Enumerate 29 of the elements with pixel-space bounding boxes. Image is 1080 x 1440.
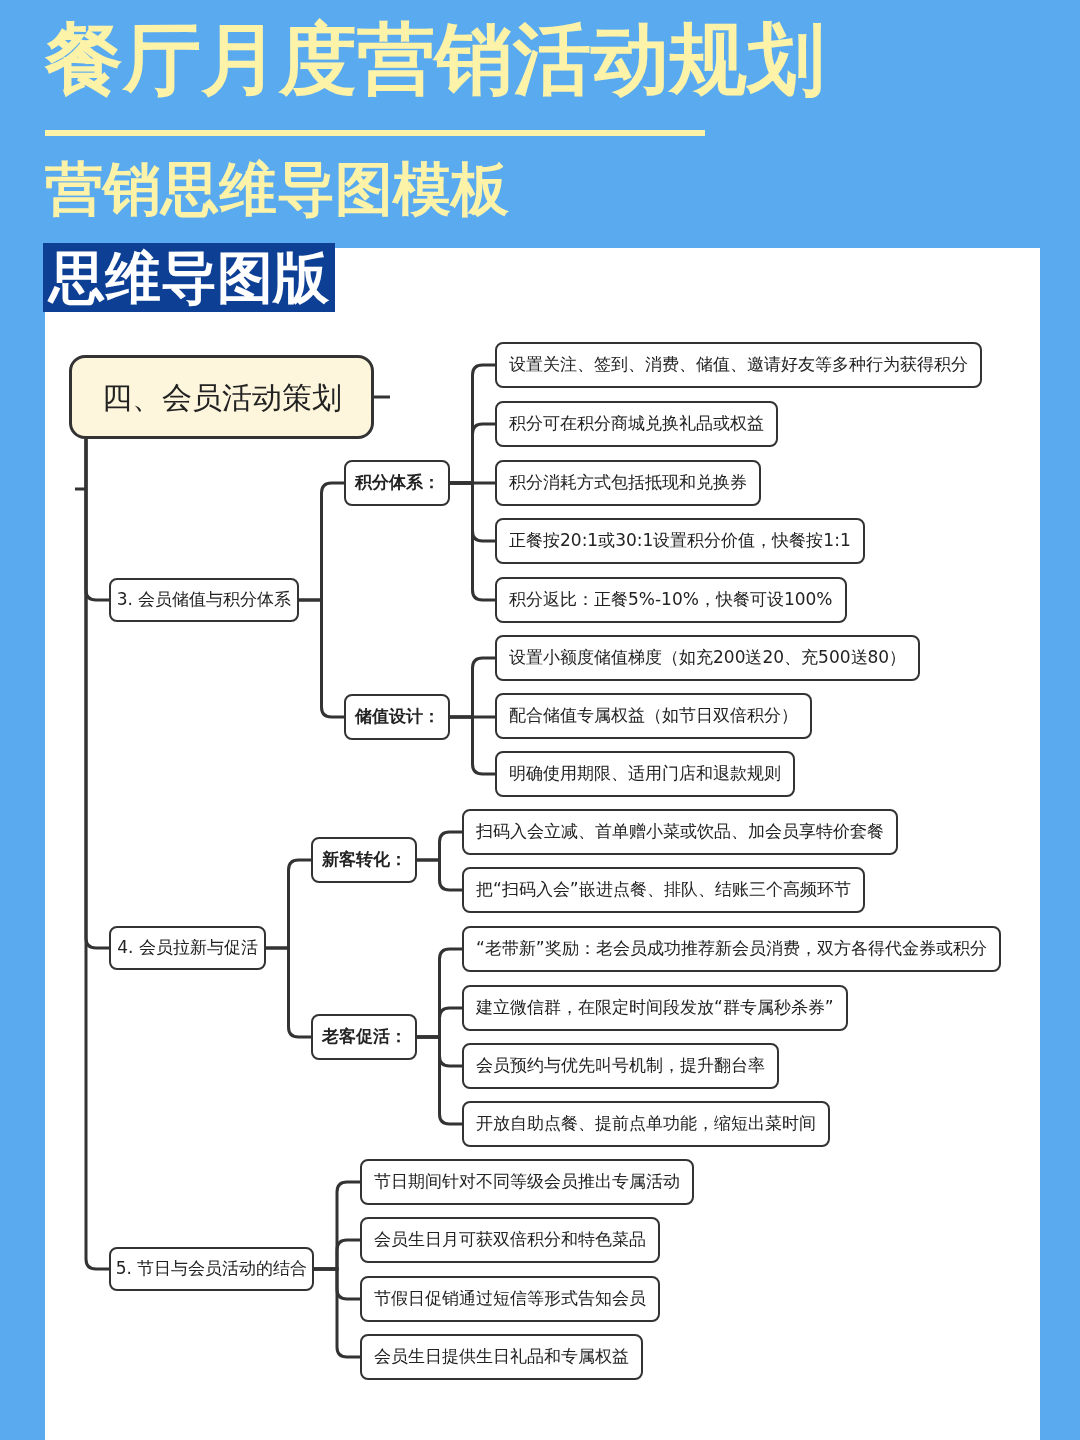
- branch-topic-box: 4. 会员拉新与促活: [109, 926, 266, 970]
- item-box: “老带新”奖励：老会员成功推荐新会员消费，双方各得代金券或积分: [462, 926, 1001, 972]
- item-box: 积分可在积分商城兑换礼品或权益: [495, 401, 778, 447]
- subtitle: 营销思维导图模板: [45, 160, 509, 218]
- item-box: 会员生日月可获双倍积分和特色菜品: [360, 1217, 660, 1263]
- subtopic-box: 老客促活：: [311, 1014, 417, 1060]
- item-box: 积分返比：正餐5%-10%，快餐可设100%: [495, 577, 847, 623]
- subtopic-box: 储值设计：: [344, 694, 450, 740]
- subtopic-box: 积分体系：: [344, 460, 450, 506]
- item-box: 把“扫码入会”嵌进点餐、排队、结账三个高频环节: [462, 867, 865, 913]
- version-tag: 思维导图版: [43, 243, 335, 312]
- item-box: 设置关注、签到、消费、储值、邀请好友等多种行为获得积分: [495, 342, 982, 388]
- root-topic-box: 四、会员活动策划: [69, 355, 374, 439]
- branch-topic-box: 3. 会员储值与积分体系: [109, 578, 299, 622]
- branch-topic-box: 5. 节日与会员活动的结合: [109, 1247, 314, 1291]
- item-box: 扫码入会立减、首单赠小菜或饮品、加会员享特价套餐: [462, 809, 898, 855]
- item-box: 建立微信群，在限定时间段发放“群专属秒杀券”: [462, 985, 848, 1031]
- item-box: 积分消耗方式包括抵现和兑换券: [495, 460, 761, 506]
- subtopic-box: 新客转化：: [311, 837, 417, 883]
- item-box: 节假日促销通过短信等形式告知会员: [360, 1276, 660, 1322]
- title: 餐厅月度营销活动规划: [45, 20, 825, 98]
- item-box: 配合储值专属权益（如节日双倍积分）: [495, 693, 812, 739]
- item-box: 会员预约与优先叫号机制，提升翻台率: [462, 1043, 779, 1089]
- item-box: 开放自助点餐、提前点单功能，缩短出菜时间: [462, 1101, 830, 1147]
- item-box: 明确使用期限、适用门店和退款规则: [495, 751, 795, 797]
- item-box: 设置小额度储值梯度（如充200送20、充500送80）: [495, 635, 921, 681]
- item-box: 正餐按20:1或30:1设置积分价值，快餐按1:1: [495, 518, 865, 564]
- item-box: 会员生日提供生日礼品和专属权益: [360, 1334, 643, 1380]
- item-box: 节日期间针对不同等级会员推出专属活动: [360, 1159, 694, 1205]
